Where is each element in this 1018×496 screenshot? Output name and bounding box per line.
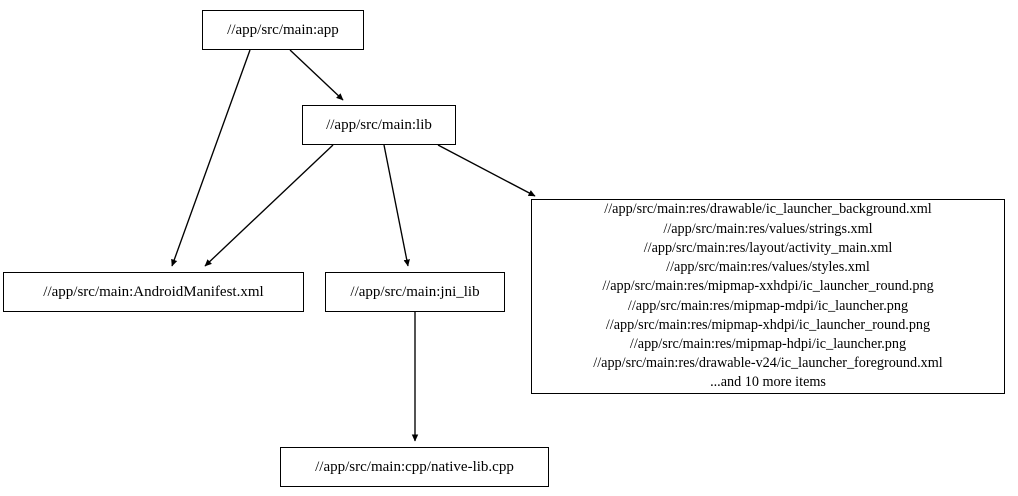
graph-node-res-collapsed-label: //app/src/main:res/drawable/ic_launcher_… bbox=[593, 201, 943, 391]
edge-lib-to-res bbox=[437, 144, 536, 197]
edge-lib-to-manifest bbox=[204, 144, 334, 267]
edge-lib-to-jni-lib bbox=[383, 144, 410, 267]
graph-node-androidmanifest[interactable]: //app/src/main:AndroidManifest.xml bbox=[3, 272, 304, 312]
graph-node-jni-lib-label: //app/src/main:jni_lib bbox=[350, 283, 480, 300]
edge-app-to-manifest bbox=[171, 49, 251, 267]
graph-node-app-label: //app/src/main:app bbox=[227, 21, 339, 38]
graph-node-app[interactable]: //app/src/main:app bbox=[202, 10, 364, 50]
edge-app-to-lib bbox=[289, 49, 344, 101]
graph-node-res-collapsed[interactable]: //app/src/main:res/drawable/ic_launcher_… bbox=[531, 199, 1005, 394]
graph-node-native-lib-cpp-label: //app/src/main:cpp/native-lib.cpp bbox=[315, 458, 514, 475]
graph-node-jni-lib[interactable]: //app/src/main:jni_lib bbox=[325, 272, 505, 312]
graph-node-lib[interactable]: //app/src/main:lib bbox=[302, 105, 456, 145]
graph-node-androidmanifest-label: //app/src/main:AndroidManifest.xml bbox=[43, 283, 264, 300]
graph-node-native-lib-cpp[interactable]: //app/src/main:cpp/native-lib.cpp bbox=[280, 447, 549, 487]
graph-node-lib-label: //app/src/main:lib bbox=[326, 116, 432, 133]
